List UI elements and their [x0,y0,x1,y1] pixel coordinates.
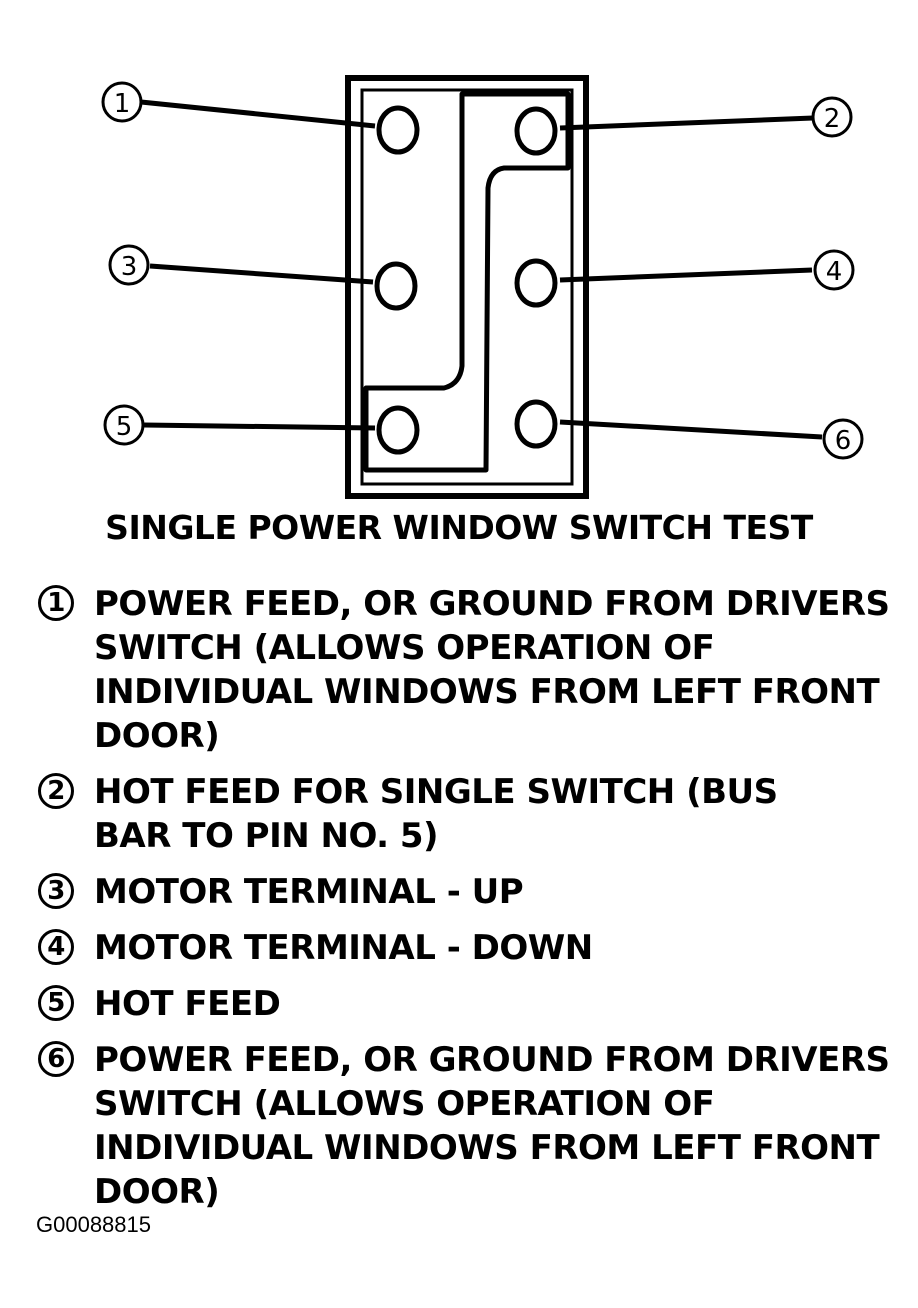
callout-2-label: 2 [824,104,841,134]
legend-text-2: HOT FEED FOR SINGLE SWITCH (BUS BAR TO P… [94,772,778,856]
pin-4 [514,258,558,308]
legend-num-1: 1 [38,585,74,621]
leader-line-6 [559,419,823,440]
legend-item-2: 2 HOT FEED FOR SINGLE SWITCH (BUS BAR TO… [36,770,896,858]
reference-code: G00088815 [36,1212,151,1237]
callout-6: 6 [822,418,864,460]
callout-2: 2 [811,96,853,138]
legend: 1 POWER FEED, OR GROUND FROM DRIVERS SWI… [36,582,896,1226]
legend-text-6: POWER FEED, OR GROUND FROM DRIVERS SWITC… [94,1040,890,1212]
callout-6-label: 6 [835,426,852,456]
legend-item-6: 6 POWER FEED, OR GROUND FROM DRIVERS SWI… [36,1038,896,1214]
leader-line-3 [149,263,374,285]
legend-item-5: 5 HOT FEED [36,982,896,1026]
leader-line-4 [559,267,813,283]
legend-num-4: 4 [38,929,74,965]
switch-diagram: 1 2 3 4 5 6 [101,75,864,499]
bus-bar [363,91,571,473]
leader-line-5 [143,422,376,431]
legend-num-2: 2 [38,773,74,809]
legend-item-3: 3 MOTOR TERMINAL - UP [36,870,896,914]
callout-4-label: 4 [826,257,843,287]
legend-num-3: 3 [38,873,74,909]
pin-5 [376,405,420,455]
callout-5: 5 [103,404,145,446]
callout-1-label: 1 [114,89,131,119]
callout-3-label: 3 [121,252,138,282]
leader-line-2 [559,115,814,131]
legend-num-6: 6 [38,1041,74,1077]
pin-3 [374,261,418,311]
callout-1: 1 [101,81,143,123]
legend-text-5: HOT FEED [94,984,281,1024]
leader-line-1 [140,99,376,129]
callout-4: 4 [813,249,855,291]
diagram-title: SINGLE POWER WINDOW SWITCH TEST [105,508,813,547]
legend-item-4: 4 MOTOR TERMINAL - DOWN [36,926,896,970]
legend-text-3: MOTOR TERMINAL - UP [94,872,524,912]
pin-1 [376,105,420,155]
switch-body-outer [345,75,589,499]
legend-text-4: MOTOR TERMINAL - DOWN [94,928,593,968]
callout-5-label: 5 [116,412,133,442]
pin-2 [514,106,558,156]
switch-body-inner [360,88,574,486]
pin-6 [514,399,558,449]
callout-3: 3 [108,244,150,286]
legend-item-1: 1 POWER FEED, OR GROUND FROM DRIVERS SWI… [36,582,896,758]
legend-num-5: 5 [38,985,74,1021]
legend-text-1: POWER FEED, OR GROUND FROM DRIVERS SWITC… [94,584,890,756]
